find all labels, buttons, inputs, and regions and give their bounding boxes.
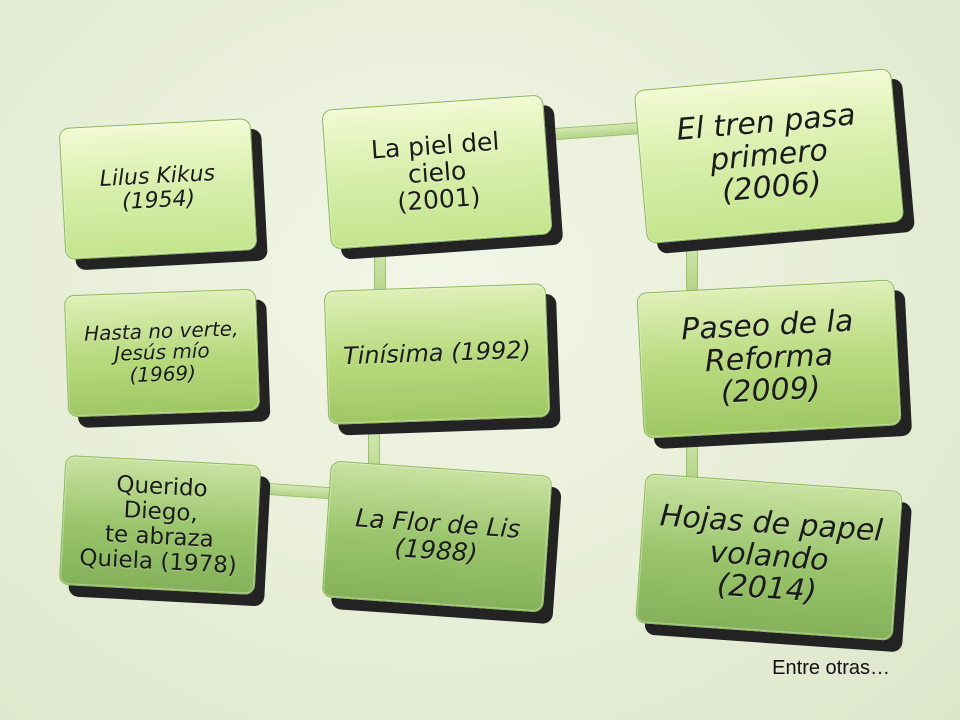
box-text-paseo-de-la-reforma: Paseo de la Reforma (2009) <box>680 303 855 411</box>
connector-piel-to-tren <box>547 121 649 141</box>
box-text-tinisima: Tinísima (1992) <box>342 335 532 371</box>
box-querido-diego: Querido Diego, te abraza Quiela (1978) <box>58 454 262 596</box>
connector-querido-to-flor <box>257 482 339 500</box>
box-text-hojas-de-papel-volando: Hojas de papel volando (2014) <box>658 498 884 610</box>
box-lilus-kikus: Lilus Kikus (1954) <box>58 118 258 260</box>
box-la-piel-del-cielo: La piel del cielo (2001) <box>321 94 553 250</box>
connector-paseo-to-hojas <box>686 430 698 480</box>
box-la-flor-de-lis: La Flor de Lis (1988) <box>321 460 553 613</box>
box-text-la-piel-del-cielo: La piel del cielo (2001) <box>370 126 501 217</box>
box-tinisima: Tinísima (1992) <box>323 283 551 425</box>
box-paseo-de-la-reforma: Paseo de la Reforma (2009) <box>636 279 902 439</box>
connector-tren-to-paseo <box>686 238 698 292</box>
box-text-hasta-no-verte: Hasta no verte, Jesús mío (1969) <box>83 315 239 387</box>
box-hasta-no-verte: Hasta no verte, Jesús mío (1969) <box>63 288 261 418</box>
box-text-la-flor-de-lis: La Flor de Lis (1988) <box>354 502 522 568</box>
box-hojas-de-papel-volando: Hojas de papel volando (2014) <box>635 473 903 641</box>
box-text-el-tren-pasa-primero: El tren pasa primero (2006) <box>675 97 857 210</box>
box-el-tren-pasa-primero: El tren pasa primero (2006) <box>633 68 905 244</box>
box-text-lilus-kikus: Lilus Kikus (1954) <box>98 161 216 215</box>
caption-entre-otras: Entre otras… <box>772 657 890 679</box>
box-text-querido-diego: Querido Diego, te abraza Quiela (1978) <box>78 472 238 579</box>
